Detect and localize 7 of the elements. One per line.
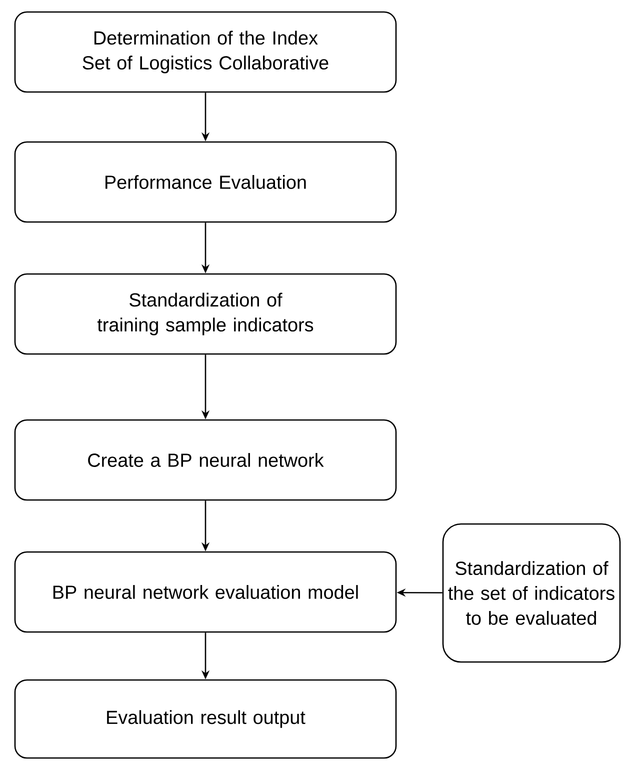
process-box: Evaluation result output [14, 679, 397, 759]
process-box: Determination of the Index Set of Logistics Collaborative [14, 11, 397, 93]
process-box: Create a BP neural network [14, 419, 397, 501]
process-box: Performance Evaluation [14, 141, 397, 223]
input-box: Standardization of the set of indicators to be evaluated [442, 523, 621, 663]
process-box: Standardization of training sample indicators [14, 273, 397, 355]
process-box: BP neural network evaluation model [14, 551, 397, 633]
